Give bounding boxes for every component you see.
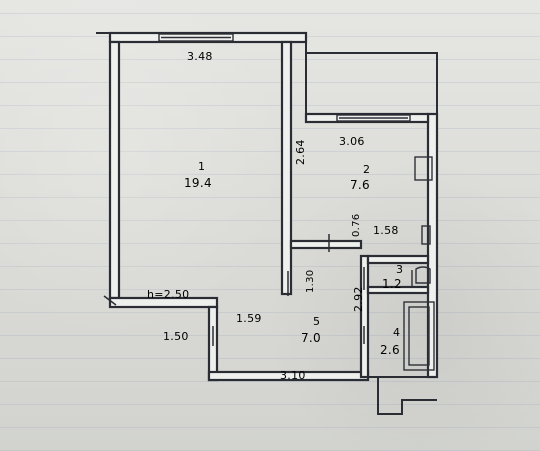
dimension-bath-height: 2.92 [352, 286, 365, 312]
kitchen-fixture [414, 156, 433, 181]
right-wall [426, 112, 439, 379]
room-4-area: 2.6 [380, 343, 400, 357]
central-wall [280, 40, 293, 296]
bath-mid-wall [366, 285, 430, 295]
dimension-notation: h=2.50 [147, 288, 190, 301]
dimension-top-width: 3.48 [187, 50, 213, 63]
bottom-left-wall [108, 296, 219, 309]
washbasin-fixture [415, 266, 431, 284]
door-mark-6 [103, 295, 117, 306]
bath-partition [359, 254, 370, 379]
lower-right-notch [377, 377, 437, 415]
dimension-stair-label: 1.50 [163, 330, 189, 343]
room-5-number: 5 [313, 315, 321, 328]
left-wall [108, 40, 121, 300]
room-1-area: 19.4 [184, 176, 212, 190]
dimension-inner-tick: 1.58 [373, 224, 399, 237]
room-4-number: 4 [393, 326, 401, 339]
room-3-area: 1.2 [382, 277, 402, 291]
small-fixture [421, 225, 431, 245]
bathtub-fixture [403, 301, 435, 371]
bathtub-inner [408, 306, 430, 366]
dimension-left-dim: 1.59 [236, 312, 262, 325]
room-3-number: 3 [396, 263, 404, 276]
dimension-tiny-vertical: 0.76 [351, 213, 362, 237]
dimension-balcony-width: 3.06 [339, 135, 365, 148]
bath-top-wall [366, 254, 430, 265]
middle-partition [289, 239, 363, 250]
balcony-outline [305, 52, 438, 115]
room-5-area: 7.0 [301, 331, 321, 345]
dimension-bottom-corridor-width: 3.10 [280, 369, 306, 382]
dimension-small-vertical: 1.30 [305, 269, 316, 293]
room-2-area: 7.6 [350, 178, 370, 192]
dimension-right-room-height: 2.64 [294, 139, 307, 165]
apartment-outline [96, 32, 438, 381]
room-1-number: 1 [198, 160, 206, 173]
room-2-number: 2 [363, 163, 371, 176]
